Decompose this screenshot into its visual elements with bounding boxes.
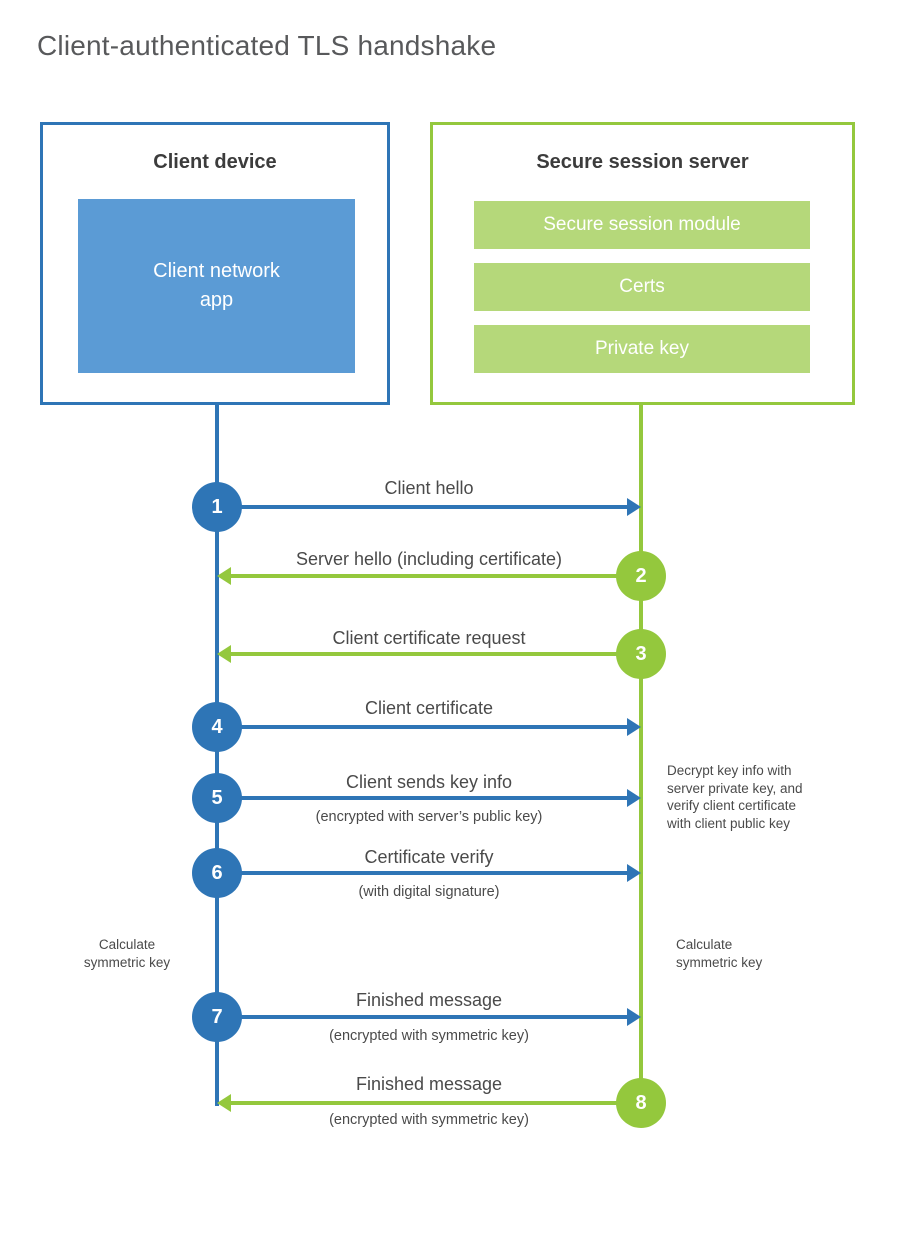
arrow-client-to-server-5 [217,789,641,807]
message-label-5: Client sends key info [345,772,513,792]
step-circle-7: 7 [192,992,242,1042]
step-circle-4: 4 [192,702,242,752]
calculate-symmetric-key-note-client: Calculate symmetric key [83,937,171,970]
arrow-shaft [217,725,628,729]
server-box-title: Secure session server [536,151,749,173]
arrow-shaft [230,1101,641,1105]
arrow-client-to-server-4 [217,718,641,736]
message-label-8: Finished message [355,1074,503,1094]
step-circle-8: 8 [616,1078,666,1128]
page-title: Client-authenticated TLS handshake [37,30,497,61]
step-circle-6: 6 [192,848,242,898]
message-label-1: Client hello [384,478,474,498]
arrow-shaft [217,1015,628,1019]
arrow-client-to-server-6 [217,864,641,882]
calculate-symmetric-key-note-server: Calculate symmetric key [676,937,763,970]
client-network-app-box: Client network app [78,199,355,373]
step-circle-5: 5 [192,773,242,823]
step-circle-1: 1 [192,482,242,532]
message-sublabel-8: (encrypted with symmetric key) [329,1112,529,1128]
message-label-3: Client certificate request [332,628,526,648]
arrow-shaft [230,574,641,578]
arrow-head-icon [217,567,231,585]
arrow-shaft [217,796,628,800]
arrow-head-icon [627,1008,641,1026]
client-lifeline [215,405,219,1106]
arrow-head-icon [627,718,641,736]
step-circle-2: 2 [616,551,666,601]
arrow-head-icon [627,789,641,807]
arrow-client-to-server-1 [217,498,641,516]
arrow-shaft [217,505,628,509]
arrow-head-icon [217,1094,231,1112]
arrow-server-to-client-8 [217,1094,641,1112]
message-label-2: Server hello (including certificate) [295,549,563,569]
server-module-private-key: Private key [474,325,810,373]
step-circle-3: 3 [616,629,666,679]
message-sublabel-5: (encrypted with server’s public key) [315,809,543,825]
message-sublabel-6: (with digital signature) [358,884,500,900]
arrow-shaft [217,871,628,875]
server-lifeline [639,405,643,1103]
server-decrypt-note: Decrypt key info with server private key… [667,763,803,831]
server-module-secure-session: Secure session module [474,201,810,249]
arrow-server-to-client-3 [217,645,641,663]
message-label-7: Finished message [355,990,503,1010]
arrow-head-icon [627,864,641,882]
arrow-shaft [230,652,641,656]
arrow-client-to-server-7 [217,1008,641,1026]
arrow-head-icon [217,645,231,663]
message-sublabel-7: (encrypted with symmetric key) [329,1028,529,1044]
client-device-title: Client device [153,151,277,173]
server-module-certs: Certs [474,263,810,311]
arrow-head-icon [627,498,641,516]
arrow-server-to-client-2 [217,567,641,585]
message-label-6: Certificate verify [364,847,494,867]
message-label-4: Client certificate [364,698,494,718]
